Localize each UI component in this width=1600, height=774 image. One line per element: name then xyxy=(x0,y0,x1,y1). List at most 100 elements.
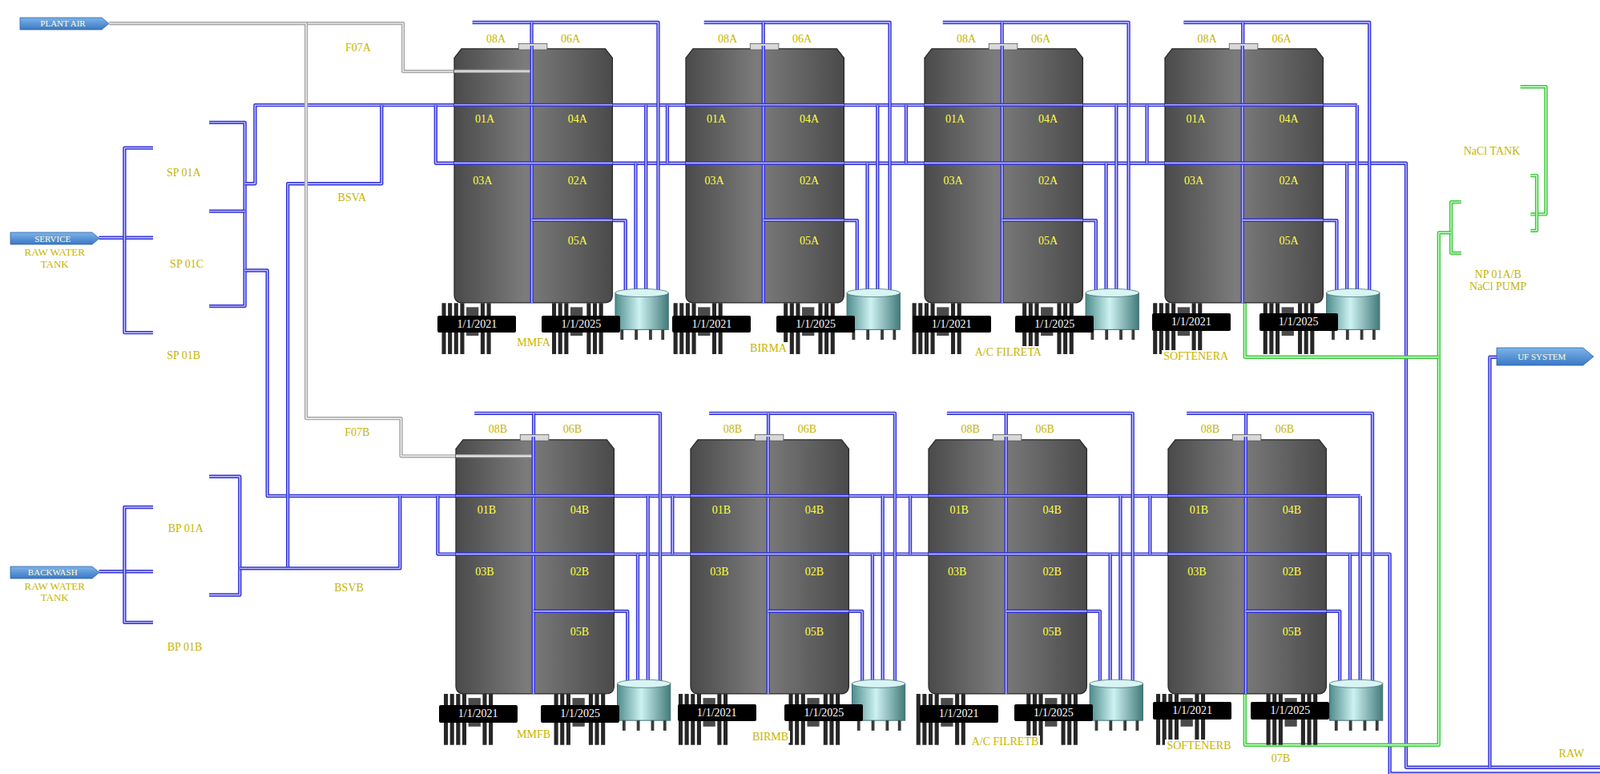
stream-tag: SERVICERAW WATER TANK xyxy=(10,232,100,245)
pipe-wall xyxy=(1450,201,1462,254)
valve-tag: 04A xyxy=(799,112,819,125)
valve-tag: 06B xyxy=(1275,423,1294,436)
pipe-wall xyxy=(1000,45,1004,303)
pipe-wall xyxy=(928,552,1087,556)
cylinder-leg xyxy=(1123,720,1127,731)
valve-tag: 06A xyxy=(1272,32,1292,45)
tank-caption: RAW WATER TANK xyxy=(14,246,95,271)
tag-label: SP 01A xyxy=(165,166,203,179)
blue-pipe xyxy=(762,45,764,303)
pipe-core xyxy=(1164,162,1323,164)
tag-label: F07A xyxy=(343,41,373,54)
pipe-wall xyxy=(1164,103,1323,107)
date-plate: 1/1/2021 xyxy=(672,315,751,334)
pipe-wall xyxy=(766,413,770,437)
pipe-wall xyxy=(1242,218,1324,222)
cylinder-leg xyxy=(620,329,624,340)
vessel-name: BIRMB xyxy=(750,730,790,743)
blue-pipe xyxy=(287,104,382,569)
vessel-name: MMFA xyxy=(515,336,553,349)
valve-tag: 01A xyxy=(706,112,726,125)
valve-tag: 05B xyxy=(570,625,589,638)
pipe-wall xyxy=(1245,609,1327,613)
cylinder-leg xyxy=(1346,329,1350,340)
blue-pipe xyxy=(635,163,637,291)
pipe-wall xyxy=(1244,436,1248,694)
valve-tag: 02A xyxy=(799,174,819,187)
pipe-core xyxy=(767,436,769,694)
valve-tag: 03A xyxy=(704,174,724,187)
pipe-wall xyxy=(454,69,530,73)
cylinder-leg xyxy=(1363,720,1367,731)
pipe-wall xyxy=(870,554,875,682)
valve-tag: 04A xyxy=(568,112,588,125)
pipe-core xyxy=(1242,22,1244,46)
blue-pipe xyxy=(690,495,849,496)
pipe-wall xyxy=(880,495,884,682)
pipe-core xyxy=(1359,495,1361,682)
blue-pipe xyxy=(909,495,911,555)
cylinder-leg xyxy=(871,720,875,731)
valve-tag: 02B xyxy=(570,565,589,578)
pipe-core xyxy=(1149,495,1151,555)
tag-label: 07B xyxy=(1269,752,1292,765)
pipe-wall xyxy=(455,494,614,498)
pipe-wall xyxy=(454,103,613,107)
pipe-core xyxy=(209,122,246,307)
pipe-core xyxy=(647,495,649,682)
piping-drawing xyxy=(99,22,1600,774)
filter-vessel: 08B06B01B04B03B02B05BA/C FILRETB xyxy=(928,436,1087,694)
valve-tag: 05A xyxy=(1038,234,1058,247)
pipe-wall xyxy=(849,611,863,682)
pipe-core xyxy=(1349,554,1351,682)
pipe-wall xyxy=(1326,611,1341,682)
pipe-core xyxy=(531,45,532,303)
cylinder-leg xyxy=(651,720,655,731)
date-text: 1/1/2021 xyxy=(1172,704,1213,717)
pipe-core xyxy=(924,162,1083,164)
date-plate: 1/1/2021 xyxy=(1152,313,1231,331)
pipe-wall xyxy=(1241,22,1245,46)
valve-tag: 01B xyxy=(477,503,496,516)
pipe-core xyxy=(877,104,879,291)
pipe-core xyxy=(455,495,614,496)
blue-pipe xyxy=(1086,611,1101,682)
pump-cylinder xyxy=(846,288,900,340)
pipe-wall xyxy=(612,220,626,291)
vessel-name: A/C FILRETA xyxy=(973,346,1044,359)
pipe-core xyxy=(531,22,532,46)
valve-tag: 01B xyxy=(950,503,969,516)
valve-tag: 05A xyxy=(568,234,588,247)
blue-pipe xyxy=(1164,162,1323,164)
pipe-core xyxy=(1530,175,1537,231)
blue-pipe xyxy=(239,495,400,569)
blue-pipe xyxy=(531,22,532,46)
pipe-core xyxy=(1168,495,1326,496)
blue-pipe xyxy=(532,413,534,437)
pipe-wall xyxy=(761,22,765,46)
tag-label: UF SYSTEM xyxy=(1517,351,1566,362)
pipe-wall xyxy=(685,161,844,166)
valve-tag: 06A xyxy=(560,32,581,45)
cylinder-body xyxy=(615,293,669,331)
date-plate: 1/1/2025 xyxy=(1014,704,1093,722)
valve-tag: 04B xyxy=(570,503,589,516)
cylinder-leg xyxy=(636,720,641,731)
gray-pipe xyxy=(455,455,532,457)
date-plate: 1/1/2021 xyxy=(677,704,757,722)
pipe-wall xyxy=(1345,163,1349,291)
blue-pipe xyxy=(1105,163,1107,291)
blue-pipe xyxy=(763,219,845,221)
pipe-core xyxy=(644,104,646,291)
pipe-core xyxy=(531,219,613,221)
pipe-wall xyxy=(1118,495,1122,682)
blue-pipe xyxy=(1005,436,1007,694)
pipe-wall xyxy=(670,495,674,555)
date-text: 1/1/2021 xyxy=(1171,315,1212,328)
stream-tag: BACKWASHRAW WATER TANK xyxy=(10,566,100,579)
pipe-wall xyxy=(924,161,1083,166)
cylinder-body xyxy=(1089,683,1143,721)
cylinder-leg xyxy=(880,329,884,340)
pipe-wall xyxy=(1355,104,1359,291)
